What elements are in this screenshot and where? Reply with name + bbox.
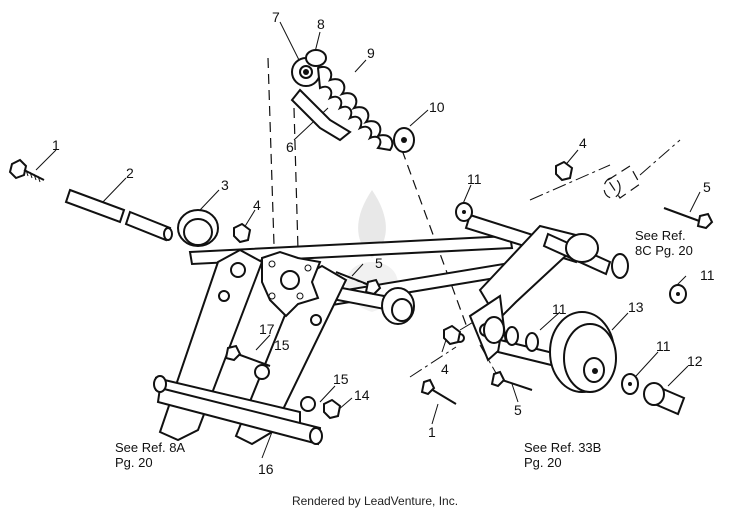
bushing-part-3 <box>177 209 219 247</box>
shock-absorber <box>290 49 415 153</box>
reference-33b-line2: Pg. 20 <box>524 455 562 470</box>
callout-9: 9 <box>367 45 375 61</box>
center-bushing <box>381 287 415 325</box>
footer-credit: Rendered by LeadVenture, Inc. <box>291 494 459 508</box>
callout-11: 11 <box>656 338 671 354</box>
spacer-tube-part-2 <box>64 188 173 242</box>
bolt-part-1 <box>8 158 45 183</box>
callout-7: 7 <box>272 9 280 25</box>
nuts <box>233 160 574 420</box>
reference-8a-line1: See Ref. 8A <box>115 440 186 455</box>
shock-mount-bracket <box>261 250 322 318</box>
callout-13: 13 <box>628 299 644 315</box>
callout-5: 5 <box>375 255 383 271</box>
idler-wheel-part-13 <box>483 311 617 393</box>
callout-11: 11 <box>467 171 482 187</box>
reference-8c-line2: 8C Pg. 20 <box>635 243 693 258</box>
callout-3: 3 <box>221 177 229 193</box>
callout-11: 11 <box>700 267 715 283</box>
callout-4: 4 <box>579 135 587 151</box>
bolts <box>224 207 714 405</box>
reference-33b-line1: See Ref. 33B <box>524 440 602 455</box>
washers-part-11 <box>254 202 687 412</box>
callout-4: 4 <box>441 361 449 377</box>
callout-14: 14 <box>354 387 370 403</box>
callout-16: 16 <box>258 461 274 477</box>
callout-15: 15 <box>274 337 290 353</box>
spacer-part-12 <box>643 382 686 416</box>
callout-4: 4 <box>253 197 261 213</box>
callout-6: 6 <box>286 139 294 155</box>
reference-8c: See Ref. 8C Pg. 20 <box>635 228 693 258</box>
reference-8c-line1: See Ref. <box>635 228 686 243</box>
alignment-lines <box>267 57 681 381</box>
reference-8a: See Ref. 8A Pg. 20 <box>115 440 185 470</box>
callout-11: 11 <box>552 301 567 317</box>
callout-17: 17 <box>259 321 275 337</box>
callout-8: 8 <box>317 16 325 32</box>
callout-2: 2 <box>126 165 134 181</box>
callout-15: 15 <box>333 371 349 387</box>
left-swing-arm <box>153 248 348 446</box>
callout-5: 5 <box>514 402 522 418</box>
callout-1: 1 <box>52 137 60 153</box>
mount-sleeve <box>603 165 641 199</box>
callout-5: 5 <box>703 179 711 195</box>
reference-8a-line2: Pg. 20 <box>115 455 153 470</box>
callout-12: 12 <box>687 353 703 369</box>
reference-33b: See Ref. 33B Pg. 20 <box>524 440 601 470</box>
callout-1: 1 <box>428 424 436 440</box>
callout-10: 10 <box>429 99 445 115</box>
